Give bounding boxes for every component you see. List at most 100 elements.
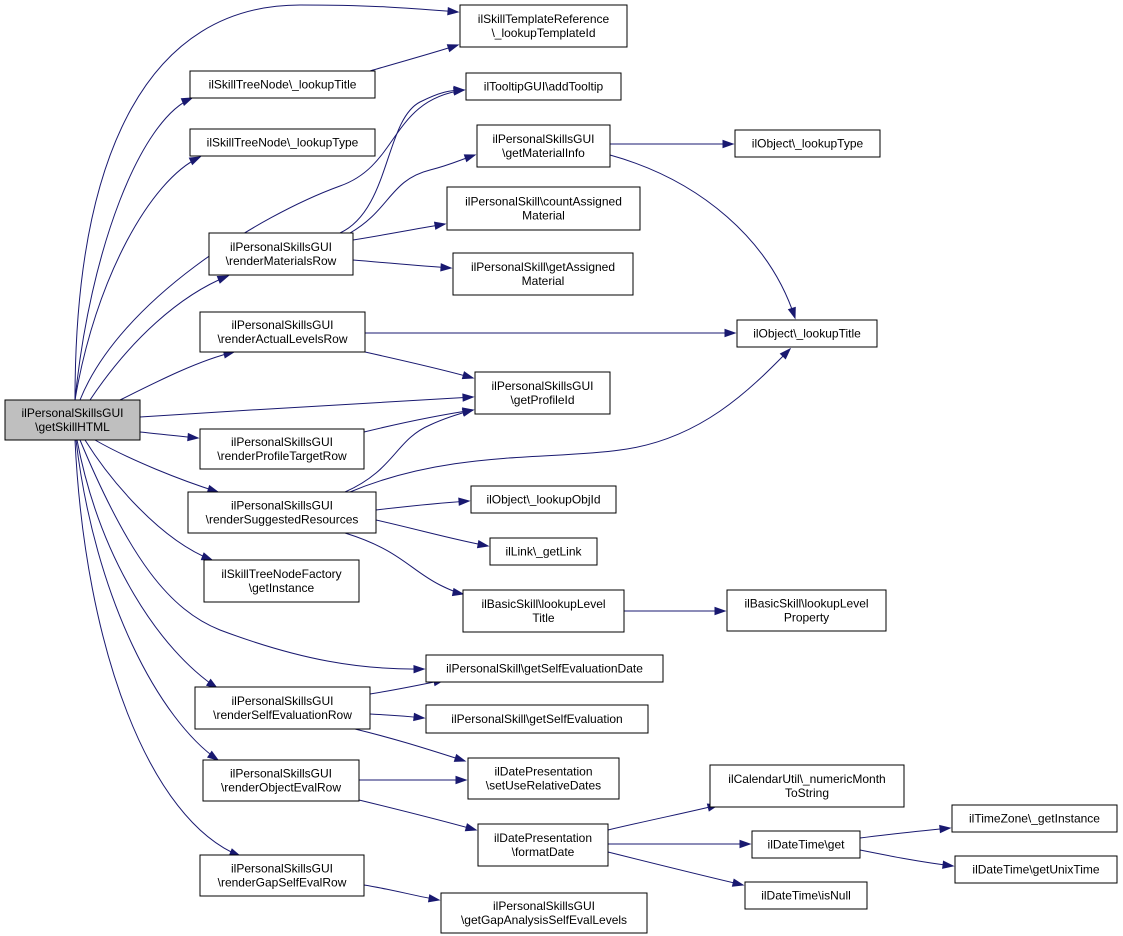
edge-root-to-tn_title (74, 97, 194, 401)
node-tooltip[interactable]: ilTooltipGUI\addTooltip (465, 72, 622, 101)
node-label-line: ilObject\_lookupTitle (753, 327, 861, 341)
node-label-line: ilSkillTreeNodeFactory (221, 567, 341, 581)
edge-line (607, 851, 744, 886)
node-box (462, 589, 625, 633)
node-rendsug[interactable]: ilPersonalSkillsGUI\renderSuggestedResou… (187, 491, 377, 534)
node-box (734, 129, 881, 158)
arrowhead (433, 221, 447, 230)
node-root[interactable]: ilPersonalSkillsGUI\getSkillHTML (4, 399, 141, 441)
node-rendact[interactable]: ilPersonalSkillsGUI\renderActualLevelsRo… (199, 311, 366, 353)
edge-rendself-to-setrel (354, 728, 467, 762)
edge-rendself-to-selfeval (369, 712, 426, 722)
node-label-line: \getProfileId (510, 393, 574, 407)
arrowhead (731, 878, 745, 887)
node-rendobj[interactable]: ilPersonalSkillsGUI\renderObjectEvalRow (202, 759, 360, 802)
edge-root-to-rendmat (89, 275, 230, 401)
edge-root-to-rendprof (139, 431, 200, 442)
node-label-line: ilSkillTreeNode\_lookupTitle (209, 78, 357, 92)
node-label-line: ilPersonalSkill\countAssigned (465, 195, 622, 209)
node-label-line: Material (522, 274, 565, 288)
arrowhead (451, 587, 465, 597)
node-label-line: \renderActualLevelsRow (217, 332, 347, 346)
node-rendself[interactable]: ilPersonalSkillsGUI\renderSelfEvaluation… (194, 686, 371, 730)
node-label-line: ilPersonalSkill\getSelfEvaluationDate (446, 662, 643, 676)
node-gaplevels[interactable]: ilPersonalSkillsGUI\getGapAnalysisSelfEv… (440, 892, 648, 934)
node-label-line: ilBasicSkill\lookupLevel (744, 597, 868, 611)
edge-line (859, 827, 951, 839)
node-box (452, 252, 634, 296)
edge-rendsug-to-getprof (344, 408, 475, 493)
arrowhead (463, 154, 477, 163)
arrowhead (714, 606, 727, 616)
node-unixtime[interactable]: ilDateTime\getUnixTime (954, 855, 1118, 884)
node-tn_title[interactable]: ilSkillTreeNode\_lookupTitle (189, 70, 376, 99)
node-label-line: ilPersonalSkill\getAssigned (471, 260, 615, 274)
node-label-line: ilPersonalSkillsGUI (231, 862, 333, 876)
arrowhead (942, 860, 955, 869)
node-label-line: \getInstance (249, 581, 315, 595)
call-nodes: ilPersonalSkillsGUI\getSkillHTML ilSkillT… (4, 4, 1118, 934)
node-getlink[interactable]: ilLink\_getLink (489, 537, 598, 566)
node-box (489, 537, 598, 566)
node-tplref[interactable]: ilSkillTemplateReference\_lookupTemplate… (459, 4, 628, 48)
node-box (459, 4, 628, 48)
edge-root-to-selfevaldate (79, 439, 426, 674)
edge-line (74, 4, 459, 401)
node-label-line: \renderGapSelfEvalRow (218, 876, 347, 890)
node-tn_type[interactable]: ilSkillTreeNode\_lookupType (189, 128, 376, 157)
node-obj_title[interactable]: ilObject\_lookupTitle (736, 319, 878, 348)
node-dt_get[interactable]: ilDateTime\get (751, 830, 861, 859)
arrowhead (446, 44, 460, 53)
node-setrel[interactable]: ilDatePresentation\setUseRelativeDates (467, 757, 620, 800)
node-getprof[interactable]: ilPersonalSkillsGUI\getProfileId (474, 371, 611, 415)
node-label-line: ilSkillTemplateReference (478, 12, 610, 26)
node-label-line: \renderMaterialsRow (226, 254, 337, 268)
node-label-line: Property (784, 611, 829, 625)
node-tnfactory[interactable]: ilSkillTreeNodeFactory\getInstance (203, 559, 360, 603)
node-label-line: ToString (785, 786, 829, 800)
arrowhead (453, 85, 466, 95)
edge-root-to-getprof (139, 393, 475, 418)
node-label-line: ilPersonalSkillsGUI (491, 379, 593, 393)
node-selfeval[interactable]: ilPersonalSkill\getSelfEvaluation (425, 704, 649, 734)
node-isnull[interactable]: ilDateTime\isNull (744, 881, 868, 910)
node-obj_type[interactable]: ilObject\_lookupType (734, 129, 881, 158)
node-rendprof[interactable]: ilPersonalSkillsGUI\renderProfileTargetR… (199, 428, 365, 470)
node-label-line: \renderSuggestedResources (206, 513, 359, 527)
node-label-line: ilPersonalSkillsGUI (493, 899, 595, 913)
node-box (199, 428, 365, 470)
node-label-line: ilDatePresentation (494, 831, 592, 845)
edge-line (139, 396, 474, 418)
node-box (465, 72, 622, 101)
edge-fmtdate-to-calutil (607, 803, 720, 831)
edge-rendsug-to-obj_title (349, 347, 792, 493)
node-rendmat[interactable]: ilPersonalSkillsGUI\renderMaterialsRow (208, 232, 354, 276)
edge-rendmat-to-countmat (352, 221, 447, 241)
node-rendgap[interactable]: ilPersonalSkillsGUI\renderGapSelfEvalRow (199, 854, 365, 897)
edge-line (363, 884, 440, 901)
arrowhead (200, 552, 214, 561)
edge-rendact-to-obj_title (364, 328, 737, 338)
edge-fmtdate-to-dt_get (607, 839, 752, 849)
node-box (189, 70, 376, 99)
edge-line (607, 804, 719, 831)
edge-line (349, 154, 476, 234)
arrowhead (188, 156, 202, 166)
node-getmat[interactable]: ilPersonalSkillsGUI\getMaterialInfo (476, 124, 611, 168)
node-box (440, 892, 648, 934)
node-selfevaldate[interactable]: ilPersonalSkill\getSelfEvaluationDate (425, 654, 664, 683)
node-box (425, 654, 664, 683)
arrowhead (458, 497, 471, 506)
node-tz[interactable]: ilTimeZone\_getInstance (951, 804, 1118, 833)
edge-rendgap-to-gaplevels (363, 884, 441, 903)
node-obj_id[interactable]: ilObject\_lookupObjId (470, 485, 617, 514)
node-label-line: \getGapAnalysisSelfEvalLevels (461, 913, 627, 927)
node-fmtdate[interactable]: ilDatePresentation\formatDate (477, 823, 609, 867)
node-label-line: ilDateTime\get (768, 838, 846, 852)
